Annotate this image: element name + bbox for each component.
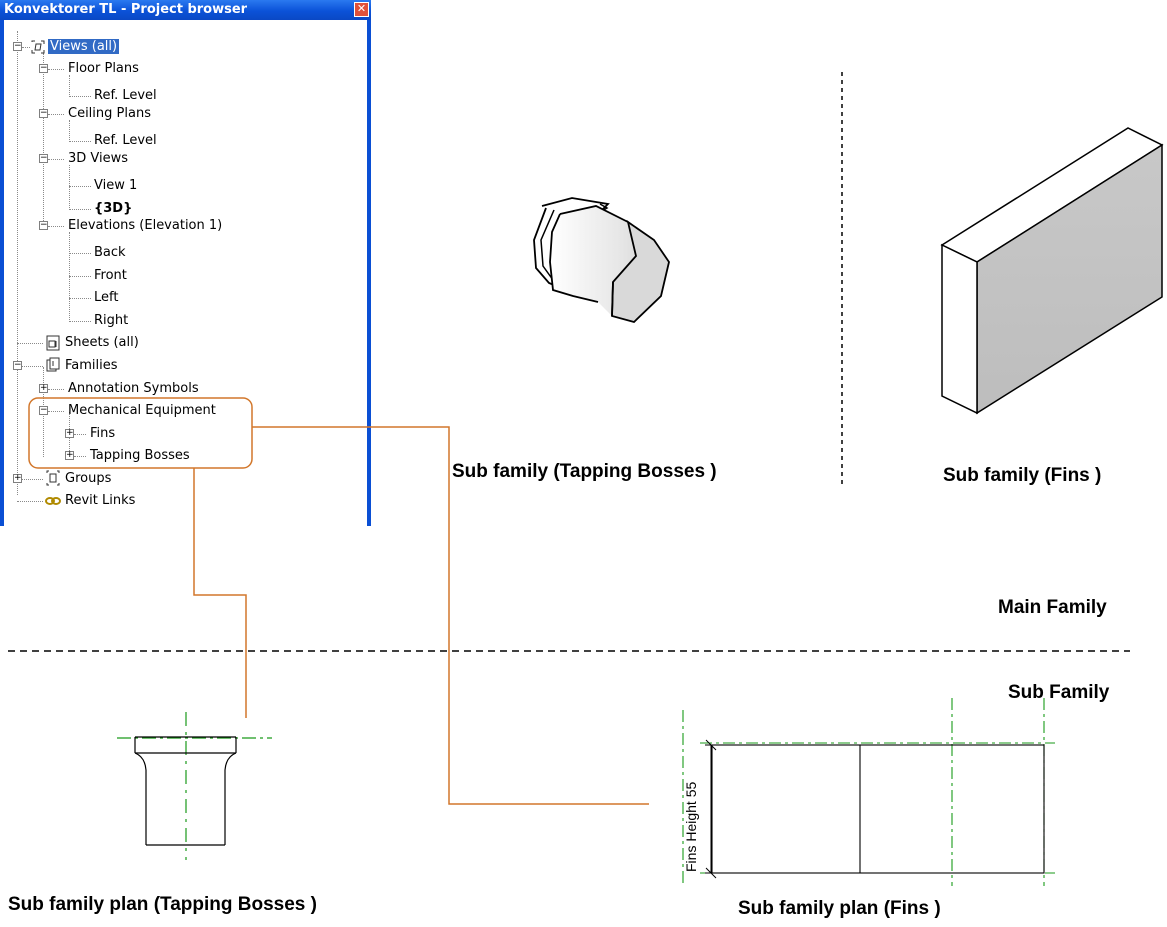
tree-item-groups[interactable]: Groups: [65, 471, 112, 486]
tree-item-ceiling-ref-level[interactable]: Ref. Level: [94, 133, 157, 148]
tree-item-3d-views[interactable]: 3D Views: [68, 151, 129, 166]
tree-item-floor-ref-level[interactable]: Ref. Level: [94, 88, 157, 103]
sheets-icon: [46, 335, 60, 351]
callout-line-fins: [252, 426, 649, 805]
tapping-boss-plan: [117, 712, 272, 860]
label-main-family: Main Family: [998, 597, 1107, 618]
fins-height-dimension: Fins Height 55: [683, 781, 699, 872]
tree-item-annotation-symbols[interactable]: Annotation Symbols: [68, 381, 199, 396]
tree-item-sheets[interactable]: Sheets (all): [65, 335, 139, 350]
collapse-toggle-elevations[interactable]: −: [39, 220, 48, 230]
tree-item-revit-links[interactable]: Revit Links: [65, 493, 136, 508]
fins-plan: [682, 698, 1055, 886]
tree-item-left[interactable]: Left: [94, 290, 119, 305]
expand-toggle-fins[interactable]: +: [65, 428, 74, 438]
caption-plan-fins: Sub family plan (Fins ): [738, 898, 941, 919]
fins-3d-model: [940, 127, 1164, 415]
caption-sub-family-tapping: Sub family (Tapping Bosses ): [452, 461, 717, 482]
caption-plan-tapping: Sub family plan (Tapping Bosses ): [8, 894, 317, 915]
collapse-toggle-ceiling-plans[interactable]: −: [39, 108, 48, 118]
project-browser-title: Konvektorer TL - Project browser: [4, 2, 248, 17]
project-browser-title-bar[interactable]: Konvektorer TL - Project browser ✕: [0, 0, 371, 20]
tree-item-3d[interactable]: {3D}: [94, 201, 133, 216]
tree-item-views-all[interactable]: Views (all): [48, 39, 120, 54]
tree-item-back[interactable]: Back: [94, 245, 126, 260]
expand-toggle-annotation-symbols[interactable]: +: [39, 383, 48, 393]
project-browser-panel: Konvektorer TL - Project browser ✕ − Vie…: [0, 0, 371, 526]
groups-icon: [46, 470, 60, 486]
tree-item-view-1[interactable]: View 1: [94, 178, 138, 193]
collapse-toggle-families[interactable]: −: [13, 360, 22, 370]
collapse-toggle-views[interactable]: −: [13, 41, 22, 51]
tree-item-mechanical-equipment[interactable]: Mechanical Equipment: [68, 403, 216, 418]
tree-item-floor-plans[interactable]: Floor Plans: [68, 61, 139, 76]
close-icon[interactable]: ✕: [354, 2, 369, 17]
tree-item-tapping-bosses[interactable]: Tapping Bosses: [90, 448, 190, 463]
tapping-boss-3d-model: [533, 197, 670, 324]
tree-item-fins[interactable]: Fins: [90, 426, 116, 441]
label-sub-family: Sub Family: [1008, 682, 1110, 703]
families-icon: [46, 357, 60, 372]
tree-item-ceiling-plans[interactable]: Ceiling Plans: [68, 106, 151, 121]
caption-sub-family-fins: Sub family (Fins ): [943, 465, 1102, 486]
collapse-toggle-mechanical-equipment[interactable]: −: [39, 405, 48, 415]
collapse-toggle-3d-views[interactable]: −: [39, 153, 48, 163]
expand-toggle-tapping-bosses[interactable]: +: [65, 450, 74, 460]
views-icon: [31, 40, 45, 54]
expand-toggle-groups[interactable]: +: [13, 473, 22, 483]
tree-item-front[interactable]: Front: [94, 268, 127, 283]
link-icon: [45, 497, 61, 505]
callout-line-tapping: [193, 468, 247, 718]
callout-box: [28, 397, 253, 469]
tree-item-right[interactable]: Right: [94, 313, 129, 328]
tree-item-elevations[interactable]: Elevations (Elevation 1): [68, 218, 223, 233]
tree-item-families[interactable]: Families: [65, 358, 118, 373]
collapse-toggle-floor-plans[interactable]: −: [39, 63, 48, 73]
project-tree: − Views (all) − Floor Plans Ref. Level −…: [4, 20, 367, 526]
